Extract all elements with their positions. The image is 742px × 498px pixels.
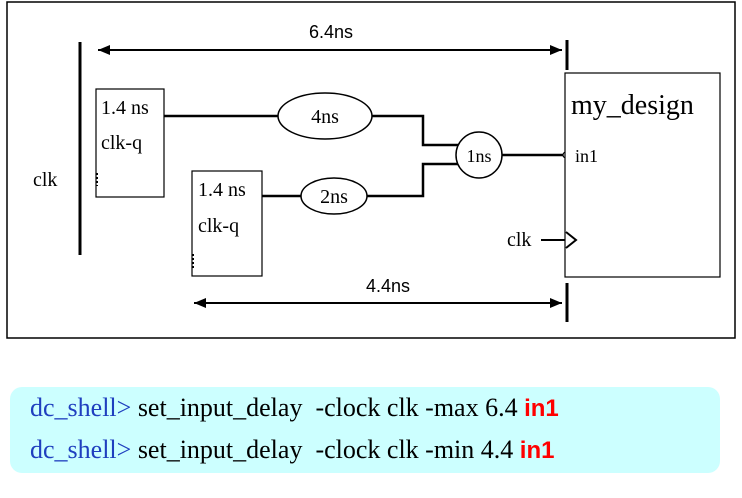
command-line-2: dc_shell> set_input_delay -clock clk -mi… <box>30 435 554 465</box>
path-delay-2-label: 2ns <box>320 186 348 208</box>
command-1-port: in1 <box>524 395 559 422</box>
command-box: dc_shell> set_input_delay -clock clk -ma… <box>10 387 720 473</box>
gate-delay-ellipse <box>455 131 503 179</box>
timing-diagram: clk 6.4ns 1.4 ns clk-q 1.4 ns clk-q 4ns … <box>6 1 736 339</box>
path-delay-1-label: 4ns <box>311 106 339 128</box>
flipflop-2 <box>191 170 263 277</box>
flipflop-2-delay: 1.4 ns <box>198 179 246 201</box>
wire-path-1 <box>164 114 458 147</box>
clock-pin-icon <box>565 231 578 249</box>
top-delay-label: 6.4ns <box>309 22 353 42</box>
diagram-frame <box>6 1 736 339</box>
command-2-text: set_input_delay -clock clk -min 4.4 <box>131 435 520 464</box>
flipflop-1-delay: 1.4 ns <box>101 97 149 119</box>
design-block-name: my_design <box>571 90 694 121</box>
path-delay-2-ellipse <box>300 177 368 215</box>
flipflop-2-label: clk-q <box>198 215 239 237</box>
command-2-prompt: dc_shell> <box>30 435 132 464</box>
gate-delay-label: 1ns <box>466 146 491 166</box>
clock-label: clk <box>33 169 57 191</box>
command-1-prompt: dc_shell> <box>30 393 132 422</box>
flipflop-1 <box>95 88 165 198</box>
command-2-port: in1 <box>519 437 555 464</box>
path-delay-1-ellipse <box>277 92 373 140</box>
block-clock-label: clk <box>507 229 531 251</box>
wire-path-2 <box>262 162 458 198</box>
command-1-text: set_input_delay -clock clk -max 6.4 <box>131 393 525 422</box>
flipflop-1-label: clk-q <box>101 132 142 154</box>
bottom-delay-label: 4.4ns <box>366 276 410 296</box>
command-line-1: dc_shell> set_input_delay -clock clk -ma… <box>30 393 559 423</box>
input-port-label: in1 <box>575 146 598 166</box>
design-block <box>564 72 721 278</box>
